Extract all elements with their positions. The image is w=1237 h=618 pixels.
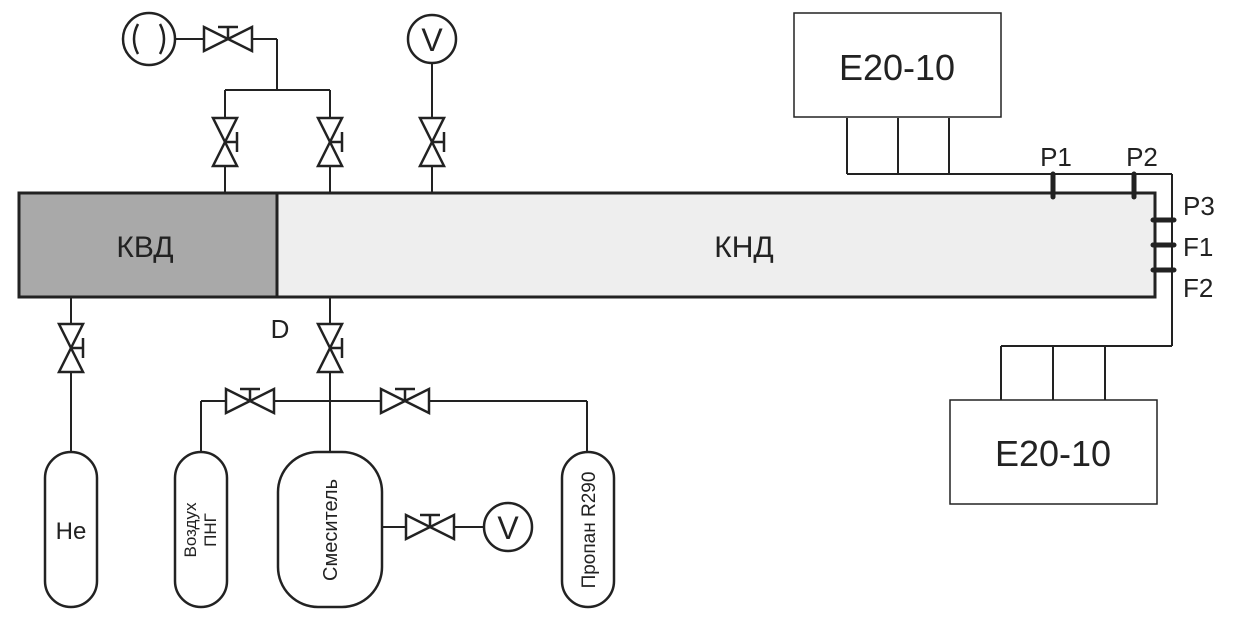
sensor-p3-label: P3	[1183, 191, 1215, 221]
daq-bottom-box	[949, 399, 1158, 505]
air-label-line1: Воздух	[181, 502, 200, 557]
sensors: P1 P2 P3 F1 F2	[1040, 142, 1215, 303]
sensor-f1-label: F1	[1183, 232, 1213, 262]
valve-icon	[202, 24, 254, 54]
vacuum-gauge-icon: V	[406, 13, 458, 65]
pressure-gauge-icon	[121, 11, 177, 67]
daq-bottom: E20-10	[949, 399, 1158, 505]
vacuum-gauge-icon: V	[482, 501, 534, 553]
valve-icon	[224, 386, 276, 416]
sensor-f2-label: F2	[1183, 273, 1213, 303]
shock-tube: КВД КНД D	[17, 191, 1157, 344]
daq-top: E20-10	[793, 12, 1002, 118]
sensor-p2-label: P2	[1126, 142, 1158, 172]
helium-cylinder: He	[43, 450, 99, 609]
helium-label: He	[56, 518, 87, 545]
mixer-vessel: Смеситель	[276, 450, 384, 609]
air-cylinder: Воздух ПНГ	[173, 450, 229, 609]
valve-icon	[56, 322, 86, 374]
air-label-line2: ПНГ	[201, 513, 220, 547]
mixer-label: Смеситель	[320, 479, 342, 581]
valve-icon	[404, 512, 456, 542]
valve-icon	[379, 386, 431, 416]
high-pressure-label: КВД	[116, 231, 173, 264]
pipelines	[70, 38, 1173, 528]
diaphragm-label: D	[271, 314, 290, 344]
low-pressure-label: КНД	[714, 231, 773, 264]
propane-label: Пропан R290	[579, 472, 600, 589]
valve-icon	[417, 116, 447, 168]
daq-top-box	[793, 12, 1002, 118]
valve-icon	[315, 322, 345, 374]
daq-top-label: E20-10	[839, 47, 955, 88]
valve-icon	[315, 116, 345, 168]
daq-bottom-label: E20-10	[995, 433, 1111, 474]
propane-cylinder: Пропан R290	[560, 450, 616, 609]
vacuum-gauge-mixer-label: V	[497, 510, 519, 546]
sensor-p1-label: P1	[1040, 142, 1072, 172]
vacuum-gauge-top-label: V	[421, 22, 443, 58]
valve-icon	[210, 116, 240, 168]
